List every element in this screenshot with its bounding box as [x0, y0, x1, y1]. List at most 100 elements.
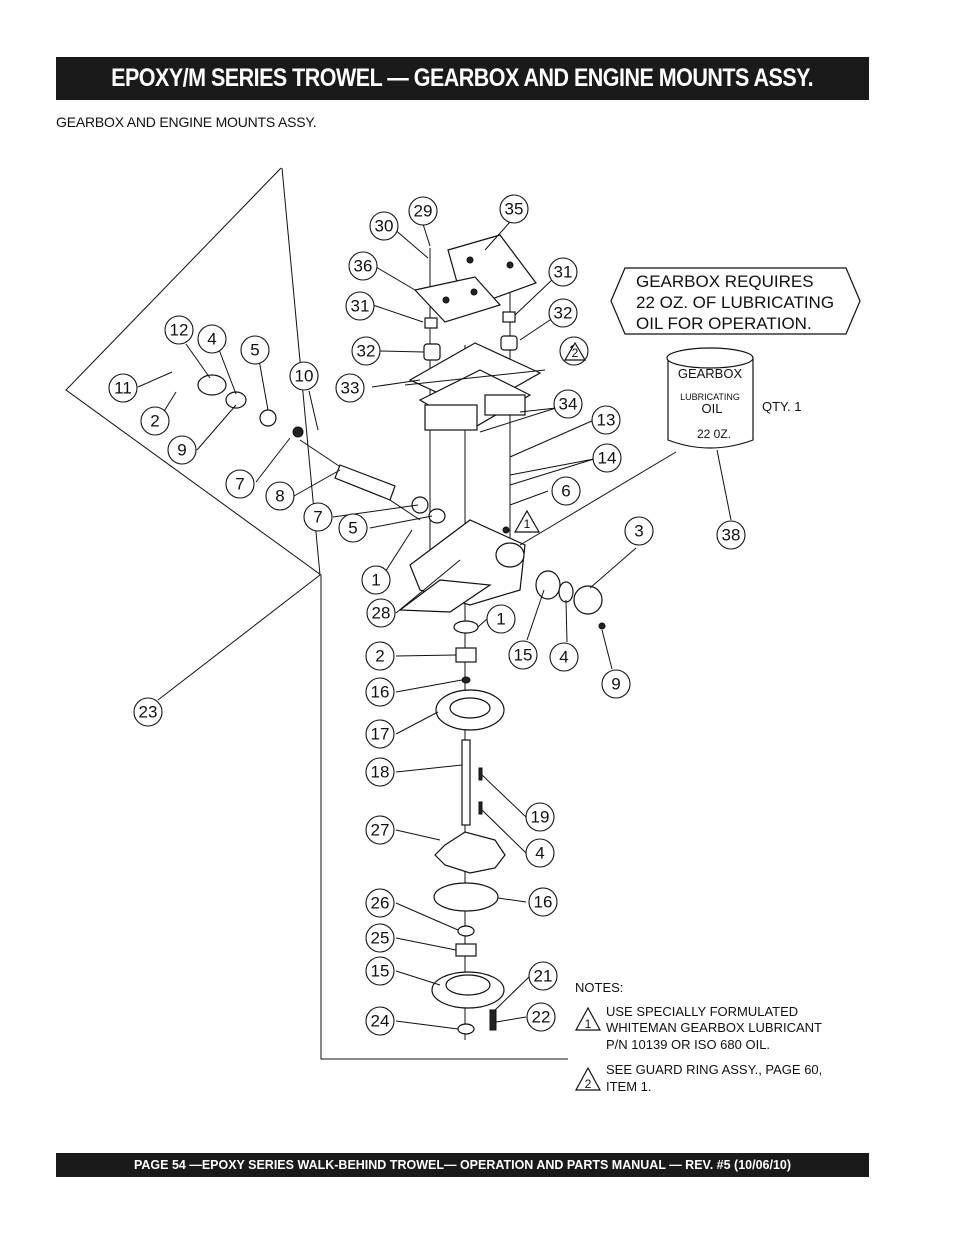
callout-6: 6 [551, 476, 581, 506]
callout-15: 15 [508, 640, 538, 670]
callout-label: 11 [114, 379, 132, 398]
callout-3: 3 [624, 516, 654, 546]
callout-label: 4 [535, 844, 544, 863]
callout-label: 36 [354, 257, 373, 276]
note-2-line1: SEE GUARD RING ASSY., PAGE 60, [606, 1062, 822, 1077]
callout-2: 2 [365, 641, 395, 671]
svg-text:2: 2 [572, 346, 579, 360]
callout-label: 15 [514, 646, 533, 665]
oil-banner-line2: 22 OZ. OF LUBRICATING [636, 293, 834, 312]
oil-can-line2: LUBRICATING [680, 392, 740, 402]
mount-frame [404, 342, 546, 431]
callout-label: 26 [371, 894, 390, 913]
warning-triangle-2-top: 2 [563, 341, 587, 361]
oil-banner-line3: OIL FOR OPERATION. [636, 314, 812, 333]
callout-19: 19 [525, 802, 555, 832]
callout-label: 4 [207, 330, 216, 349]
callout-23: 23 [133, 697, 163, 727]
callout-2: 2 [140, 406, 170, 436]
oil-can-volume: 22 0Z. [697, 427, 731, 441]
callout-label: 25 [371, 929, 390, 948]
callout-31: 31 [345, 291, 375, 321]
callout-label: 22 [532, 1008, 551, 1027]
callout-38: 38 [716, 520, 746, 550]
gearbox-housing [398, 519, 526, 613]
worm-shaft-assembly [197, 374, 446, 524]
callout-9: 9 [167, 435, 197, 465]
callout-label: 16 [371, 683, 390, 702]
callout-29: 29 [408, 196, 438, 226]
page-footer-bar: PAGE 54 —EPOXY SERIES WALK-BEHIND TROWEL… [56, 1153, 869, 1177]
callout-7: 7 [225, 469, 255, 499]
notes-heading: NOTES: [575, 980, 623, 995]
note-1-line3: P/N 10139 OR ISO 680 OIL. [606, 1037, 770, 1052]
callout-32: 32 [548, 298, 578, 328]
callout-24: 24 [365, 1006, 395, 1036]
callout-16: 16 [365, 677, 395, 707]
oil-banner-line1: GEARBOX REQUIRES [636, 272, 814, 291]
callout-36: 36 [348, 251, 378, 281]
callout-label: 32 [554, 304, 573, 323]
mount-plates [413, 234, 537, 323]
callout-9: 9 [601, 669, 631, 699]
oil-requirement-banner: GEARBOX REQUIRES 22 OZ. OF LUBRICATING O… [610, 267, 861, 335]
callout-18: 18 [365, 757, 395, 787]
callout-30: 30 [369, 211, 399, 241]
callout-label: 1 [371, 571, 380, 590]
callout-label: 15 [371, 962, 390, 981]
callout-label: 21 [534, 967, 553, 986]
callout-label: 4 [559, 648, 568, 667]
note-2-line2: ITEM 1. [606, 1079, 652, 1094]
callout-label: 18 [371, 763, 390, 782]
callout-label: 27 [371, 821, 390, 840]
callout-label: 7 [235, 475, 244, 494]
callout-label: 17 [371, 725, 390, 744]
callout-label: 8 [275, 487, 284, 506]
callout-label: 2 [375, 647, 384, 666]
oil-can-line3: OIL [702, 401, 723, 416]
callout-1: 1 [361, 565, 391, 595]
callout-label: 23 [139, 703, 158, 722]
callout-label: 29 [414, 202, 433, 221]
callout-22: 22 [526, 1002, 556, 1032]
callout-label: 16 [534, 893, 553, 912]
callout-label: 31 [351, 297, 370, 316]
callout-label: 9 [611, 675, 620, 694]
notes-block: NOTES: 1 USE SPECIALLY FORMULATED WHITEM… [574, 980, 822, 1094]
callout-26: 26 [365, 888, 395, 918]
callout-label: 30 [375, 217, 394, 236]
callout-label: 28 [372, 604, 391, 623]
callout-label: 10 [295, 367, 314, 386]
callout-label: 3 [634, 522, 643, 541]
side-cover-parts [535, 570, 606, 630]
oil-can-brand: GEARBOX [678, 366, 743, 381]
callout-1: 1 [486, 604, 516, 634]
callout-16: 16 [528, 887, 558, 917]
mount-bolts-and-isolators [423, 248, 518, 361]
callout-27: 27 [365, 815, 395, 845]
callout-label: 14 [598, 449, 617, 468]
lower-stack-parts [431, 620, 506, 1035]
oil-can-qty: QTY. 1 [762, 399, 802, 414]
callout-15: 15 [365, 956, 395, 986]
callout-label: 33 [341, 379, 360, 398]
callout-label: 5 [250, 341, 259, 360]
callout-label: 24 [371, 1012, 390, 1031]
callout-8: 8 [265, 481, 295, 511]
callout-leader-lines [137, 221, 732, 1030]
callout-11: 11 [108, 373, 138, 403]
note-1-line2: WHITEMAN GEARBOX LUBRICANT [606, 1020, 822, 1035]
svg-text:1: 1 [524, 517, 531, 531]
callout-label: 2 [150, 412, 159, 431]
callout-label: 34 [559, 395, 578, 414]
callout-4: 4 [549, 642, 579, 672]
callout-21: 21 [528, 961, 558, 991]
section-subtitle: GEARBOX AND ENGINE MOUNTS ASSY. [56, 114, 317, 130]
callout-label: 12 [170, 321, 189, 340]
note-1-marker: 1 [585, 1017, 592, 1031]
callout-4: 4 [525, 838, 555, 868]
callout-4: 4 [197, 324, 227, 354]
callout-28: 28 [366, 598, 396, 628]
callout-35: 35 [499, 194, 529, 224]
